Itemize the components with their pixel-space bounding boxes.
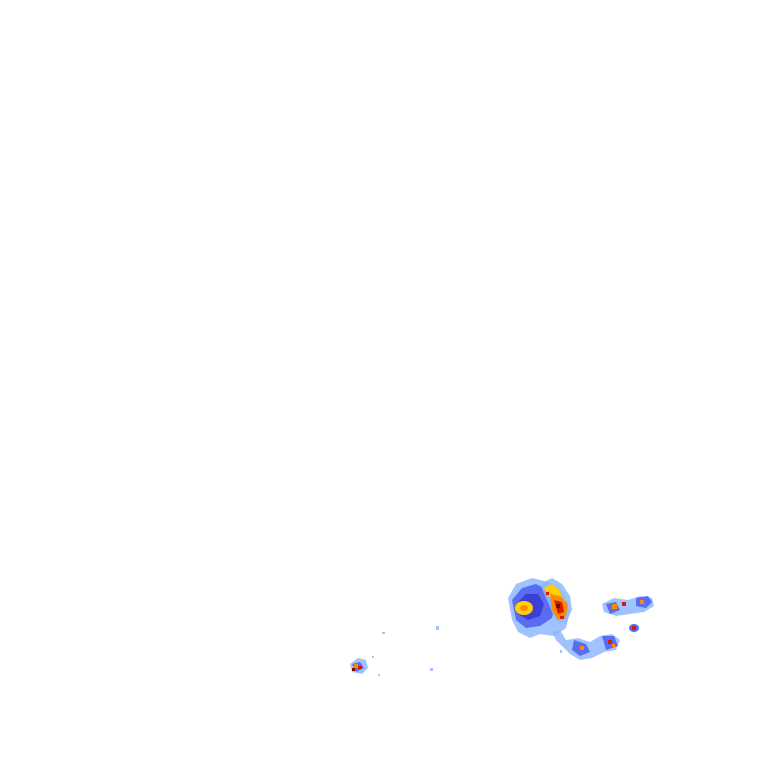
echo-light — [430, 668, 433, 671]
echo-light — [560, 650, 562, 653]
echo-intense — [520, 605, 528, 611]
scattered-light-echoes — [372, 626, 562, 676]
echo-intense — [640, 600, 644, 604]
echo-extreme — [358, 666, 362, 669]
echo-intense — [580, 646, 584, 650]
echo-light — [372, 656, 374, 658]
echo-extreme — [632, 626, 636, 630]
northeast-cells — [602, 596, 654, 632]
echo-light — [378, 674, 380, 676]
echo-light — [436, 626, 439, 630]
echo-intense — [612, 644, 615, 647]
main-storm-complex — [508, 578, 572, 638]
echo-intense — [612, 604, 617, 609]
echo-extreme — [622, 602, 626, 606]
southeast-cells — [552, 630, 620, 660]
echo-core — [556, 604, 560, 608]
southwest-isolated-cell — [350, 658, 368, 674]
echo-light — [382, 632, 385, 634]
echo-extreme — [608, 640, 612, 644]
echo-intense — [354, 664, 358, 668]
echo-core — [352, 668, 355, 671]
echo-extreme — [560, 616, 564, 619]
echo-extreme — [546, 592, 549, 595]
